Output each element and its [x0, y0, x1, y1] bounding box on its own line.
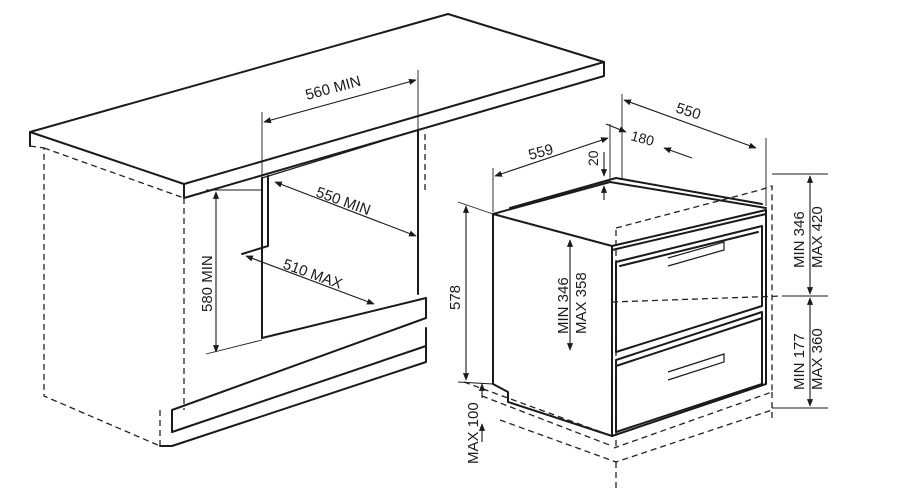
- dim-upper-drawer: MIN 346 MAX 358: [555, 239, 590, 351]
- dim-max-100: MAX 100: [465, 383, 486, 464]
- label-upper-opening-max: MAX 420: [809, 206, 826, 268]
- appliance-body: [492, 177, 767, 437]
- dim-550-min: 550 MIN: [274, 181, 417, 237]
- dim-559: 559: [492, 124, 611, 212]
- dim-510-max: 510 MAX: [245, 255, 375, 305]
- niche-outline: [463, 185, 783, 490]
- worktop: [29, 13, 605, 199]
- drawers: [615, 225, 763, 433]
- cabinet-outline: [29, 134, 426, 447]
- label-lower-opening-max: MAX 360: [809, 328, 826, 390]
- appliance-drawing: 559 550 180 20 578: [447, 94, 828, 490]
- label-510-max: 510 MAX: [281, 256, 345, 293]
- dim-550: 550: [621, 94, 767, 206]
- label-559: 559: [527, 141, 556, 164]
- dim-20: 20: [585, 150, 608, 200]
- dim-upper-opening: MIN 346 MAX 420: [772, 173, 828, 297]
- cabinet-opening: [159, 129, 427, 447]
- label-max-100: MAX 100: [465, 402, 482, 464]
- label-20: 20: [585, 150, 601, 166]
- cabinet-drawing: 560 MIN 550 MIN 510 MAX 580 MIN: [29, 13, 605, 447]
- label-upper-opening-min: MIN 346: [791, 211, 808, 268]
- label-580-min: 580 MIN: [199, 255, 216, 312]
- dim-560-min: 560 MIN: [261, 70, 419, 178]
- label-550-min: 550 MIN: [314, 184, 373, 219]
- label-upper-drawer-min: MIN 346: [555, 277, 572, 334]
- label-180: 180: [629, 127, 656, 149]
- label-578: 578: [447, 285, 464, 310]
- dim-180: 180: [605, 123, 693, 159]
- dim-578: 578: [447, 201, 494, 385]
- label-lower-opening-min: MIN 177: [791, 333, 808, 390]
- label-550: 550: [674, 100, 703, 124]
- dim-lower-opening: MIN 177 MAX 360: [772, 297, 828, 409]
- label-560-min: 560 MIN: [304, 73, 363, 104]
- dim-580-min: 580 MIN: [199, 189, 263, 355]
- label-upper-drawer-max: MAX 358: [573, 272, 590, 334]
